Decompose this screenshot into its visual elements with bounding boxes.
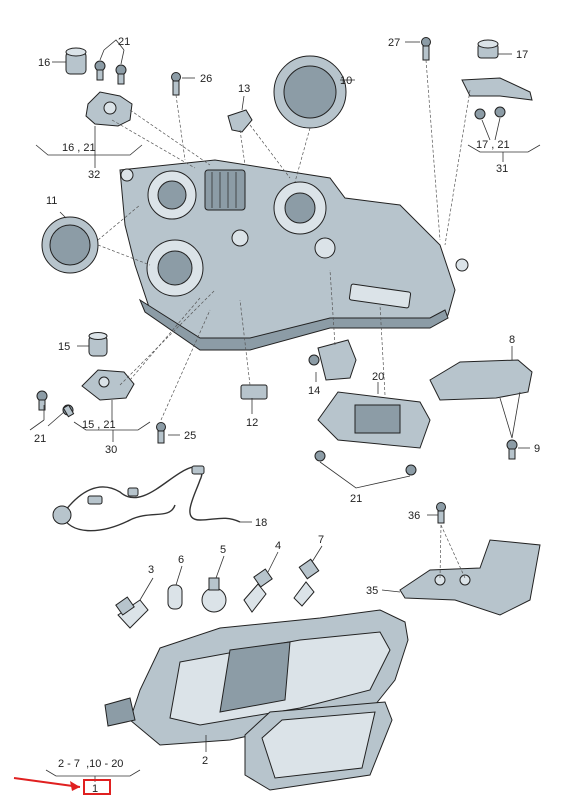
cap-10 bbox=[273, 55, 347, 129]
assignment-lines bbox=[97, 59, 471, 579]
module-20 bbox=[317, 391, 431, 449]
group-16-21: 16 , 21 bbox=[62, 142, 96, 154]
callout-14: 14 bbox=[308, 385, 320, 397]
callout-27: 27 bbox=[388, 37, 400, 49]
cap-11 bbox=[41, 216, 99, 274]
callout-31: 31 bbox=[496, 163, 508, 175]
connector-13 bbox=[227, 109, 253, 133]
screw-27 bbox=[421, 37, 431, 61]
bracket-30 bbox=[81, 369, 135, 401]
callout-9: 9 bbox=[534, 443, 540, 455]
bulb-5 bbox=[201, 577, 227, 613]
bracket-31 bbox=[461, 77, 533, 120]
group-2-7-10-20: 2 - 7 ,10 - 20 bbox=[58, 758, 123, 770]
bracket-35 bbox=[399, 539, 541, 616]
wiring-harness-18 bbox=[52, 465, 241, 532]
bulb-6 bbox=[167, 584, 183, 610]
clip-12 bbox=[240, 384, 268, 400]
callout-15: 15 bbox=[58, 341, 70, 353]
callout-4: 4 bbox=[275, 540, 281, 552]
callout-8: 8 bbox=[509, 334, 515, 346]
callout-21-bottom: 21 bbox=[350, 493, 362, 505]
callout-16: 16 bbox=[38, 57, 50, 69]
bulb-7 bbox=[293, 558, 320, 607]
callout-21-top: 21 bbox=[118, 36, 130, 48]
bulb-3 bbox=[115, 596, 149, 629]
nut-16 bbox=[65, 47, 87, 75]
highlight-box bbox=[83, 779, 111, 795]
callout-3: 3 bbox=[148, 564, 154, 576]
callout-26: 26 bbox=[200, 73, 212, 85]
motor-14 bbox=[308, 339, 357, 381]
callout-18: 18 bbox=[255, 517, 267, 529]
callout-10: 10 bbox=[340, 75, 352, 87]
screw-21-top bbox=[94, 60, 127, 85]
screw-21-mid bbox=[36, 390, 75, 418]
screw-26 bbox=[171, 72, 181, 96]
callout-11: 11 bbox=[46, 195, 57, 207]
group-15-21: 15 , 21 bbox=[82, 419, 116, 431]
leader-lines bbox=[29, 39, 541, 782]
callout-1: 1 bbox=[92, 783, 98, 795]
callout-labels: 16 21 26 13 10 16 , 21 32 11 27 17 17 , … bbox=[34, 36, 540, 795]
callout-32: 32 bbox=[88, 169, 100, 181]
callout-2: 2 bbox=[202, 755, 208, 767]
callout-17: 17 bbox=[516, 49, 528, 61]
group-17-21: 17 , 21 bbox=[476, 139, 510, 151]
highlight-marker bbox=[13, 777, 111, 795]
nut-15 bbox=[88, 332, 108, 357]
callout-7: 7 bbox=[318, 534, 324, 546]
screw-36 bbox=[436, 502, 446, 524]
headlamp-front-2 bbox=[104, 609, 409, 791]
callout-25: 25 bbox=[184, 430, 196, 442]
callout-35: 35 bbox=[366, 585, 378, 597]
bulb-4 bbox=[243, 568, 273, 613]
callout-5: 5 bbox=[220, 544, 226, 556]
headlamp-housing bbox=[119, 159, 469, 351]
screw-21-module bbox=[314, 450, 417, 476]
callout-12: 12 bbox=[246, 417, 258, 429]
bracket-32 bbox=[85, 91, 133, 127]
screw-25 bbox=[156, 422, 166, 444]
callout-36: 36 bbox=[408, 510, 420, 522]
nut-17 bbox=[477, 39, 499, 59]
screw-9 bbox=[506, 439, 518, 460]
callout-13: 13 bbox=[238, 83, 250, 95]
callout-21-mid: 21 bbox=[34, 433, 46, 445]
callout-30: 30 bbox=[105, 444, 117, 456]
callout-20: 20 bbox=[372, 371, 384, 383]
callout-6: 6 bbox=[178, 554, 184, 566]
cover-8 bbox=[429, 359, 533, 401]
